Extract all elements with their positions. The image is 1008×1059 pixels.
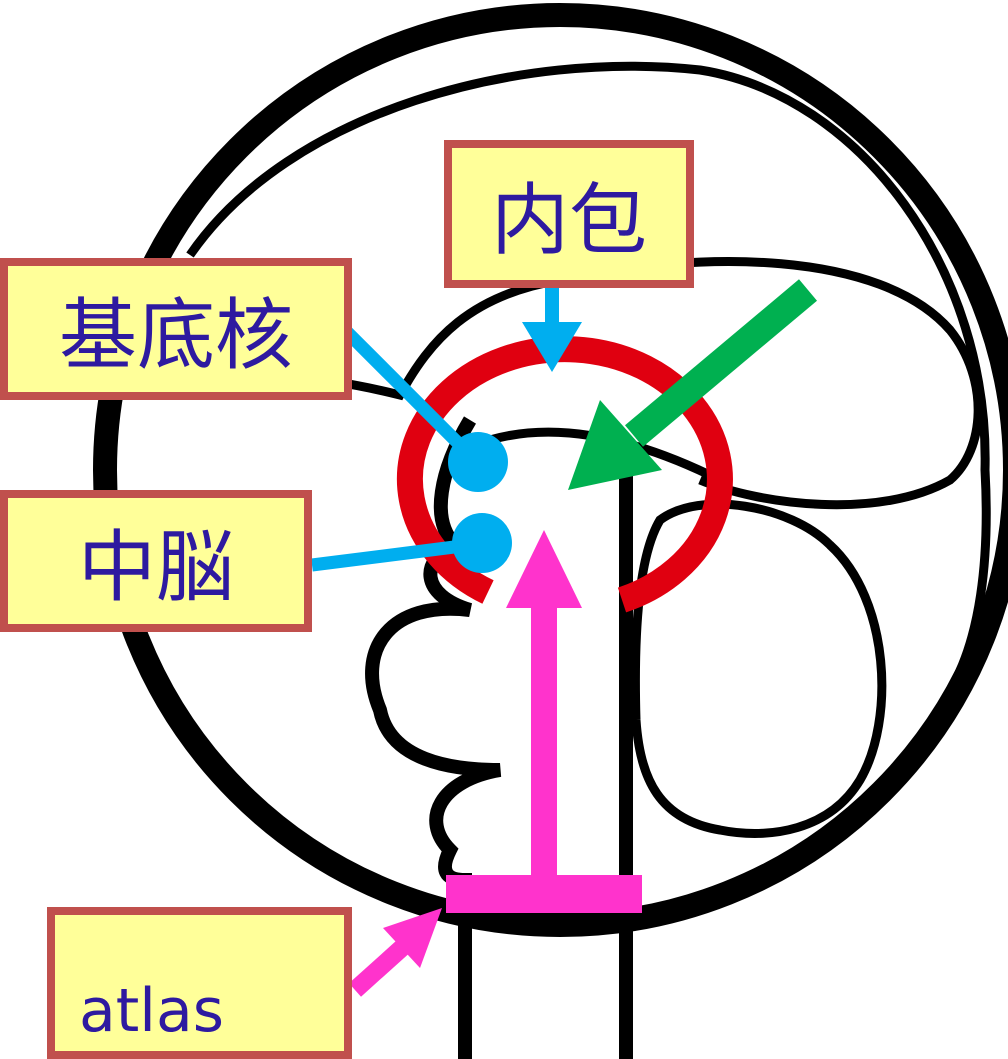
basal-ganglia-pointer-line — [340, 325, 475, 460]
cerebellum-outline — [630, 499, 887, 838]
skull-outer-outline — [93, 3, 1008, 937]
internal-capsule-pointer-head — [522, 322, 582, 372]
basal-ganglia-label-text: 基底核 — [58, 291, 293, 381]
skull-inner-outline — [186, 61, 991, 693]
midbrain-label-text: 中脳 — [77, 523, 234, 613]
midbrain-label: 中脳 — [0, 490, 312, 632]
internal-capsule-arc — [396, 336, 733, 613]
green-arrow-shaft — [625, 279, 817, 447]
internal-capsule-label: 内包 — [444, 140, 694, 288]
midbrain-pointer-dot — [452, 513, 512, 573]
atlas-label: atlas — [47, 907, 352, 1059]
internal-capsule-label-text: 内包 — [490, 176, 647, 266]
basal-ganglia-label: 基底核 — [0, 258, 352, 400]
cerebrum-outline — [198, 257, 983, 510]
basal-ganglia-pointer-dot — [448, 432, 508, 492]
midbrain-pointer-line — [311, 538, 471, 572]
green-arrow-head — [568, 400, 662, 490]
atlas-pointer-shaft — [348, 938, 412, 997]
atlas-bar — [446, 875, 642, 913]
magenta-arrow-head — [506, 530, 582, 608]
atlas-pointer-head — [383, 908, 442, 968]
atlas-label-text: atlas — [79, 976, 224, 1046]
